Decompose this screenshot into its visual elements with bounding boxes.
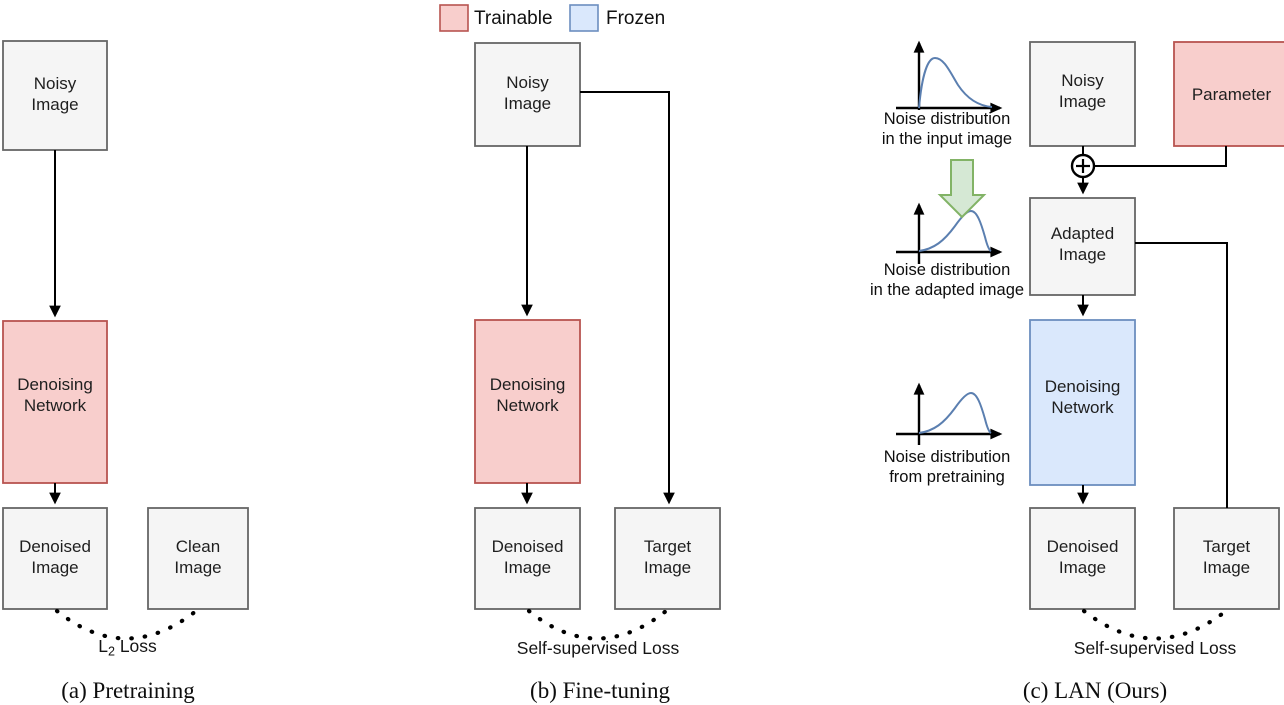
b-denoising-network-box: [474, 319, 581, 484]
noise-dist-pretraining-plot: [896, 382, 1003, 445]
legend-swatch-frozen: [569, 4, 599, 32]
c-denoised-image-box: [1029, 507, 1136, 610]
a-denoised-image-box: [2, 507, 108, 610]
c-branch-adapted-to-target: [1135, 242, 1228, 508]
green-down-arrow-icon: [937, 159, 987, 219]
a-noisy-image-box: [2, 40, 108, 151]
b-noisy-image-box: [474, 42, 581, 147]
noise-dist-input-plot: [896, 40, 1003, 114]
c-adapted-image-box: [1029, 197, 1136, 296]
b-branch-noisy-to-target: [580, 91, 675, 505]
c-loss-dotted-link: [1081, 608, 1229, 641]
a-denoising-network-box: [2, 320, 108, 484]
c-denoising-network-box: [1029, 319, 1136, 486]
b-target-image-box: [614, 507, 721, 610]
c-line-parameter-to-plus: [1094, 146, 1227, 167]
b-loss-dotted-link: [526, 608, 669, 641]
a-loss-dotted-link: [54, 608, 199, 641]
c-target-image-box: [1173, 507, 1280, 610]
a-clean-image-box: [147, 507, 249, 610]
legend-swatch-trainable: [439, 4, 469, 32]
c-noisy-image-box: [1029, 41, 1136, 147]
noise-dist-adapted-plot: [896, 202, 1003, 264]
c-parameter-box: [1173, 41, 1284, 147]
b-denoised-image-box: [474, 507, 581, 610]
